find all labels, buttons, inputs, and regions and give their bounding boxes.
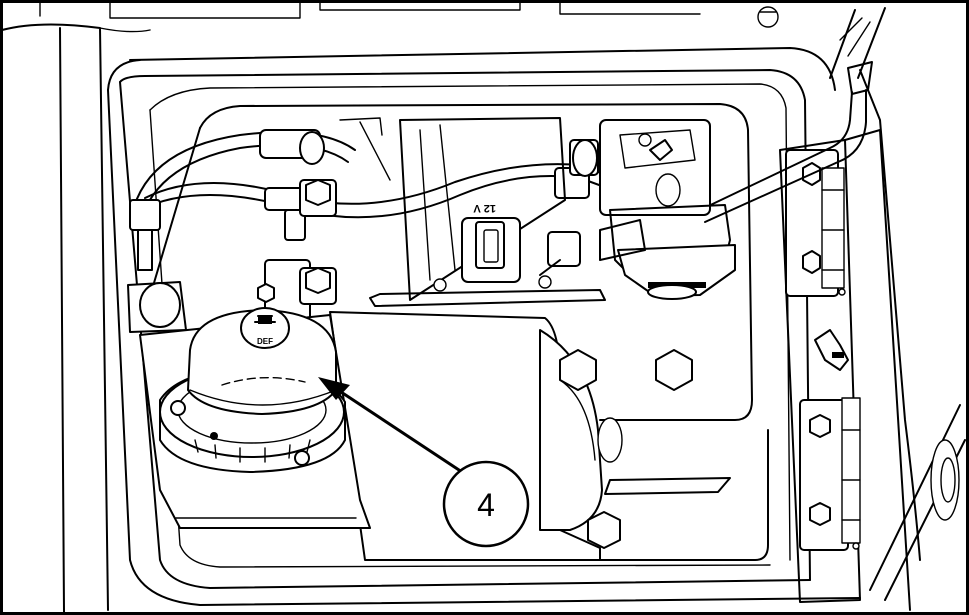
def-cap-label: DEF: [257, 337, 273, 346]
filter-assembly: [539, 119, 736, 300]
left-bracket: [127, 117, 391, 333]
def-tank: DEF: [139, 307, 371, 529]
center-bracket: [329, 311, 731, 561]
callout-4: 4: [318, 377, 530, 548]
left-body-panel: [1, 23, 151, 613]
compartment-frame: [107, 47, 861, 606]
def-cap: [240, 307, 290, 349]
socket-voltage-label: 12 V: [473, 202, 496, 214]
callout-leader: [334, 386, 463, 474]
callout-circle: [442, 460, 530, 548]
coolant-pipe: [699, 7, 886, 223]
right-hinges: [779, 69, 921, 611]
power-socket-block: 12 V: [369, 117, 606, 307]
callout-arrowhead: [318, 377, 350, 400]
callout-number: 4: [477, 487, 495, 523]
right-lower-panel: [869, 404, 966, 601]
top-edge-details: [39, 1, 779, 28]
